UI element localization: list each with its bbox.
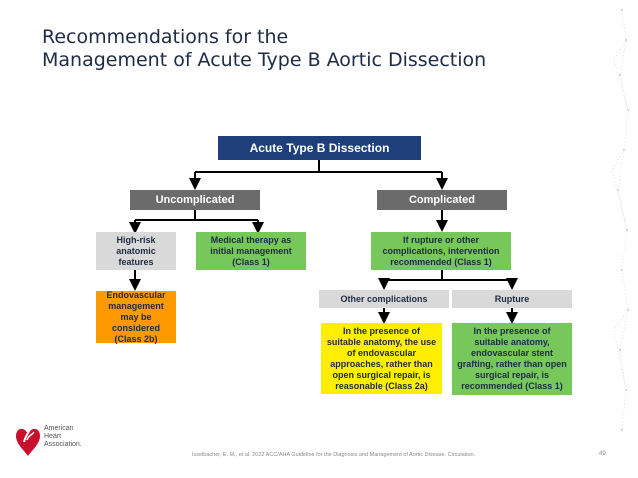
american-heart-association-logo — [16, 425, 40, 456]
node-endovascular-may-be-considered: Endovascular management may be considere… — [96, 290, 176, 344]
slide-title-line-2: Management of Acute Type B Aortic Dissec… — [42, 49, 487, 71]
aha-logo-text: American Heart Association. — [44, 425, 82, 449]
node-other-complications: Other complications — [319, 290, 449, 308]
node-medical-therapy: Medical therapy as initial management (C… — [196, 232, 306, 270]
node-other-complications-recommendation: In the presence of suitable anatomy, the… — [321, 323, 442, 394]
aha-logo-line-1: American — [44, 425, 74, 432]
node-complicated: Complicated — [377, 190, 507, 210]
citation: Isselbacher, E. M., et al. 2022 ACC/AHA … — [192, 452, 476, 458]
page-number: 49 — [599, 451, 606, 457]
decorative-dots — [611, 9, 629, 431]
node-rupture: Rupture — [452, 290, 572, 308]
node-high-risk-anatomic-features: High-risk anatomic features — [96, 232, 176, 270]
node-acute-type-b-dissection: Acute Type B Dissection — [218, 136, 421, 160]
node-intervention-recommended: If rupture or other complications, inter… — [371, 232, 511, 270]
slide-title: Recommendations for the Management of Ac… — [42, 26, 486, 72]
node-uncomplicated: Uncomplicated — [130, 190, 260, 210]
node-rupture-recommendation: In the presence of suitable anatomy, end… — [452, 323, 572, 395]
aha-logo-line-3: Association. — [44, 441, 82, 448]
aha-logo-line-2: Heart — [44, 433, 62, 440]
slide-title-line-1: Recommendations for the — [42, 26, 289, 48]
